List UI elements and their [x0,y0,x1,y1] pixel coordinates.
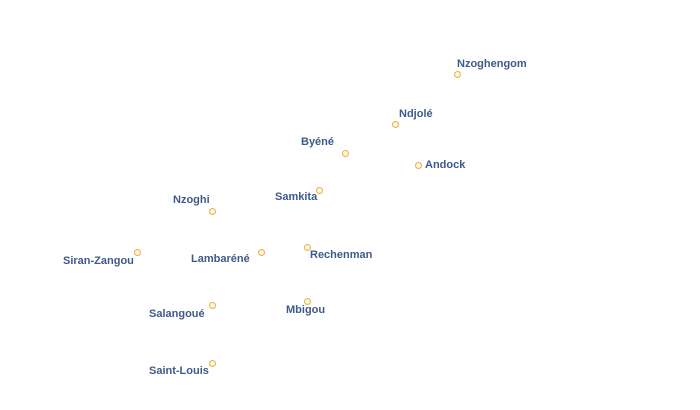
place-marker [454,71,461,78]
place-marker [392,121,399,128]
place-marker [209,360,216,367]
place-marker [415,162,422,169]
place-marker [342,150,349,157]
place-marker [209,302,216,309]
place-label: Lambaréné [191,253,250,265]
place-marker [134,249,141,256]
place-label: Mbigou [286,304,326,316]
place-marker [316,187,323,194]
place-label: Ndjolé [399,108,433,120]
place-label: Salangoué [149,308,205,320]
place-marker [304,298,311,305]
place-marker [258,249,265,256]
place-label: Andock [425,159,466,171]
place-marker [209,208,216,215]
place-label: Nzoghi [173,194,210,206]
place-label: Siran-Zangou [63,255,134,267]
place-label: Samkita [275,191,318,203]
place-label: Nzoghengom [457,58,527,70]
place-marker [304,244,311,251]
place-label: Saint-Louis [149,365,209,377]
place-label: Byéné [301,136,335,148]
place-label: Rechenman [310,249,373,261]
